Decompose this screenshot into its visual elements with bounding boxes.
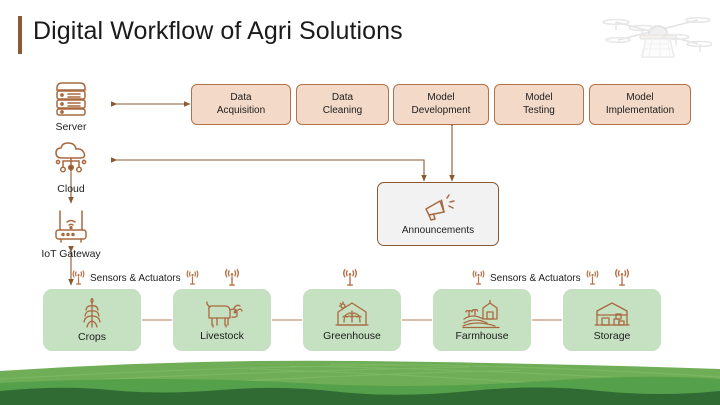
process-box-model-testing[interactable]: Model Testing (494, 84, 584, 125)
process-line-2: Cleaning (322, 104, 363, 116)
sensors-actuators-label-left: Sensors & Actuators (70, 270, 201, 286)
sensors-actuators-label-right: Sensors & Actuators (470, 270, 601, 286)
process-box-text: Data Acquisition (217, 92, 265, 117)
process-line-1: Data (230, 92, 252, 103)
cow-icon (206, 300, 243, 328)
drone-icon (602, 17, 712, 58)
process-box-model-development[interactable]: Model Development (393, 84, 489, 125)
antenna-signal-icon (72, 270, 85, 285)
warehouse-icon (594, 301, 630, 326)
farm-node-label: Greenhouse (323, 329, 381, 342)
process-box-text: Model Testing (523, 92, 555, 117)
farm-node-label: Farmhouse (455, 329, 509, 342)
process-line-1: Model (626, 92, 654, 103)
router-icon (55, 210, 87, 243)
farmhouse-icon (462, 299, 500, 328)
farm-node-greenhouse[interactable]: Greenhouse (303, 289, 401, 351)
sensors-label-text: Sensors & Actuators (90, 272, 181, 284)
farm-node-farmhouse[interactable]: Farmhouse (433, 289, 531, 351)
process-box-data-acquisition[interactable]: Data Acquisition (191, 84, 291, 125)
title-accent-bar (18, 16, 22, 54)
greenhouse-icon (335, 300, 369, 326)
farm-node-label: Crops (77, 330, 106, 343)
infra-label: Cloud (57, 183, 85, 195)
process-line-1: Model (427, 92, 455, 103)
process-line-2: Acquisition (216, 104, 266, 116)
announcements-box[interactable]: Announcements (377, 182, 499, 246)
cloud-icon (55, 142, 87, 173)
megaphone-icon (425, 193, 455, 221)
wheat-icon (83, 297, 101, 328)
farm-node-label: Livestock (200, 329, 244, 342)
infra-node-cloud[interactable]: Cloud (28, 140, 114, 195)
infra-label: IoT Gateway (41, 248, 101, 260)
process-line-2: Development (411, 104, 471, 116)
server-icon (56, 82, 86, 116)
antenna-signal-icon (586, 270, 599, 285)
farm-node-label: Storage (593, 329, 631, 342)
farm-node-livestock[interactable]: Livestock (173, 289, 271, 351)
process-line-2: Implementation (605, 104, 675, 116)
infra-node-iot-gateway[interactable]: IoT Gateway (24, 205, 118, 260)
process-box-text: Data Cleaning (323, 92, 362, 117)
page-title: Digital Workflow of Agri Solutions (33, 17, 403, 45)
infra-label: Server (55, 121, 87, 133)
sensors-label-text: Sensors & Actuators (490, 272, 581, 284)
antenna-signal-icon (472, 270, 485, 285)
process-line-2: Testing (523, 104, 555, 116)
antenna-icon-greenhouse (343, 269, 357, 286)
process-box-model-implementation[interactable]: Model Implementation (589, 84, 691, 125)
antenna-signal-icon (186, 270, 199, 285)
announcements-label: Announcements (401, 224, 475, 236)
grass-field-illustration (0, 360, 720, 405)
antenna-icon-livestock (225, 269, 239, 286)
process-box-text: Model Development (412, 92, 471, 117)
infra-node-server[interactable]: Server (28, 78, 114, 133)
process-line-1: Model (525, 92, 553, 103)
antenna-icon-storage (615, 269, 629, 286)
process-line-1: Data (331, 92, 354, 103)
process-box-data-cleaning[interactable]: Data Cleaning (296, 84, 389, 125)
farm-node-crops[interactable]: Crops (43, 289, 141, 351)
farm-node-storage[interactable]: Storage (563, 289, 661, 351)
process-box-text: Model Implementation (606, 92, 674, 117)
